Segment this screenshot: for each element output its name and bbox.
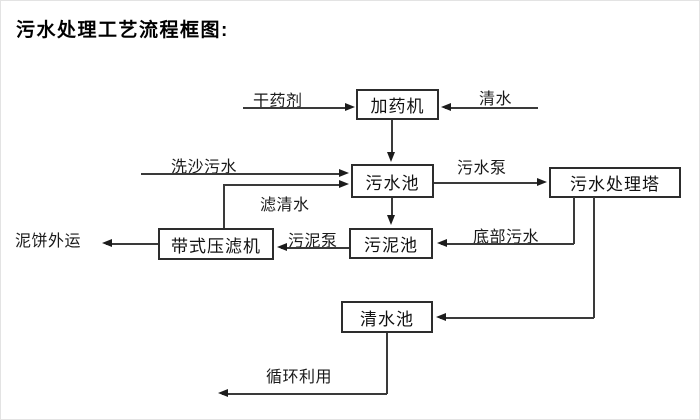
arrowhead-sludge-pump-left bbox=[277, 243, 287, 251]
line-clean-water-to-dosing-machine bbox=[445, 107, 538, 109]
flow-label-filtered-water: 滤清水 bbox=[260, 197, 310, 214]
flow-label-clean-water: 清水 bbox=[479, 91, 513, 108]
flow-label-mud-cake-out: 泥饼外运 bbox=[15, 233, 82, 250]
flow-label-dry-agent: 干药剂 bbox=[253, 93, 303, 110]
node-dosing-machine: 加药机 bbox=[356, 89, 439, 120]
line-tower-clean-water-down bbox=[593, 197, 595, 318]
node-sewage-pool: 污水池 bbox=[351, 164, 434, 198]
line-dosing-machine-down bbox=[391, 120, 393, 154]
arrowhead-into-sludge-pool-down bbox=[387, 215, 395, 225]
arrowhead-filtered-water-right bbox=[339, 180, 349, 188]
arrowhead-sand-washing-right bbox=[339, 169, 349, 177]
line-sewage-pool-to-treatment-tower bbox=[434, 182, 539, 184]
diagram-title: 污水处理工艺流程框图: bbox=[16, 20, 229, 41]
line-sand-washing-to-sewage-pool bbox=[141, 173, 341, 175]
arrowhead-dry-agent-right bbox=[345, 103, 355, 111]
flow-label-recycling: 循环利用 bbox=[266, 369, 333, 386]
arrowhead-recycling-left bbox=[218, 389, 228, 397]
arrowhead-into-sewage-pool-down bbox=[387, 152, 395, 162]
arrowhead-sewage-pump-right bbox=[537, 178, 547, 186]
node-belt-filter-press: 带式压滤机 bbox=[158, 228, 274, 260]
line-filtered-water-up bbox=[223, 184, 225, 228]
line-bottom-sewage-to-sludge-pool bbox=[441, 243, 574, 245]
flow-label-sand-washing-sewage: 洗沙污水 bbox=[171, 159, 238, 176]
flow-label-sludge-pump: 污泥泵 bbox=[288, 233, 338, 250]
flow-label-sewage-pump: 污水泵 bbox=[457, 160, 507, 177]
line-tower-bottom-sewage-down bbox=[573, 197, 575, 244]
node-treatment-tower: 污水处理塔 bbox=[549, 167, 681, 198]
line-dry-agent-to-dosing-machine bbox=[243, 107, 347, 109]
node-sludge-pool: 污泥池 bbox=[349, 228, 433, 259]
arrowhead-mud-cake-left bbox=[102, 239, 112, 247]
node-clean-water-pool: 清水池 bbox=[341, 301, 433, 333]
line-tower-to-clean-water-pool bbox=[440, 317, 594, 319]
arrowhead-into-clean-pool-left bbox=[436, 313, 446, 321]
line-sewage-pool-down bbox=[391, 198, 393, 216]
flow-label-bottom-sewage: 底部污水 bbox=[473, 229, 540, 246]
line-filtered-water-to-sewage-pool bbox=[223, 184, 341, 186]
arrowhead-clean-water-left bbox=[441, 103, 451, 111]
line-clean-pool-down bbox=[386, 333, 388, 394]
line-sludge-pool-to-belt-filter-press bbox=[281, 247, 349, 249]
line-clean-pool-recycling bbox=[222, 393, 387, 395]
line-belt-press-to-mud-cake-out bbox=[106, 243, 158, 245]
arrowhead-bottom-sewage-left bbox=[437, 239, 447, 247]
